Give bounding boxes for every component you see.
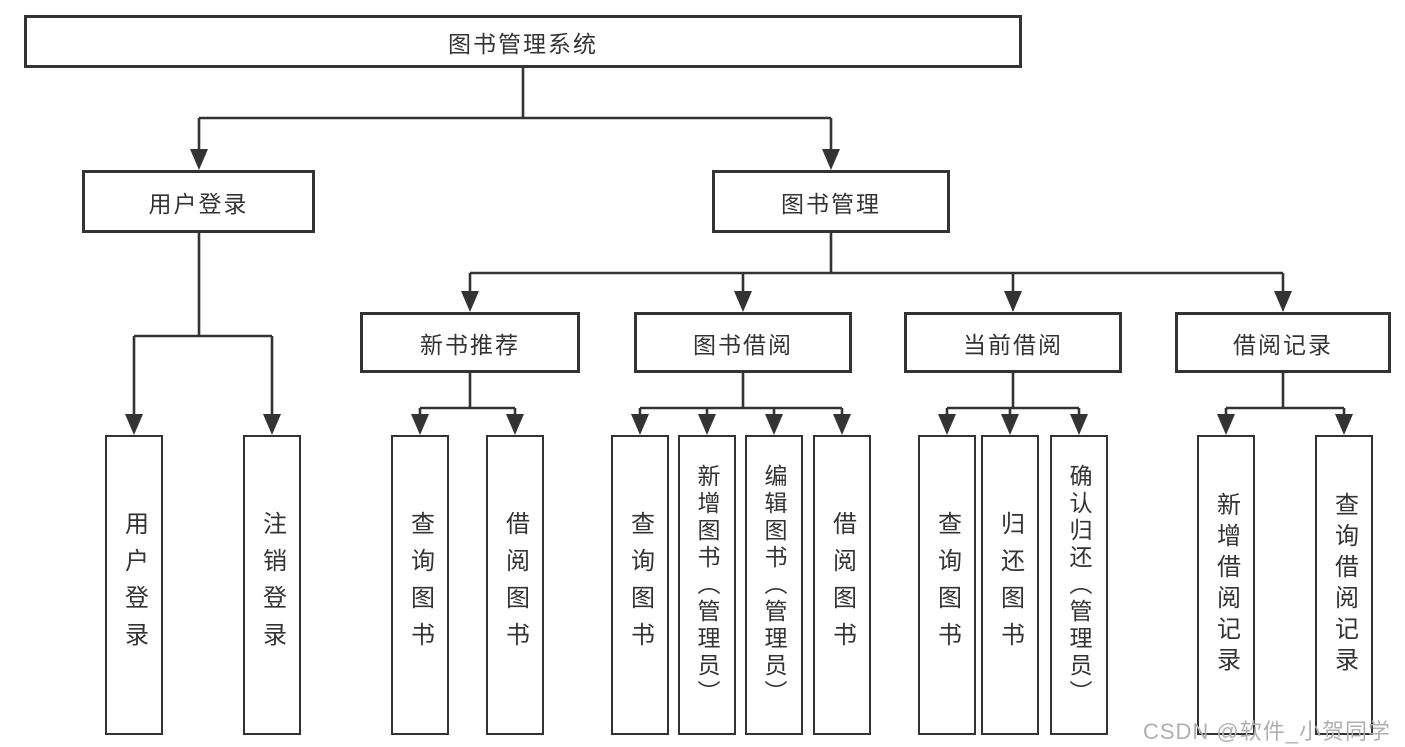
leaf-recommend-query-book: 查询图书 <box>391 435 449 735</box>
csdn-watermark: CSDN @软件_小贺同学 <box>1142 719 1391 744</box>
leaf-borrow-edit-book-admin: 编辑图书（管理员） <box>745 435 803 735</box>
leaf-borrow-borrow-book: 借阅图书 <box>813 435 871 735</box>
leaf-current-return-book: 归还图书 <box>981 435 1039 735</box>
node-new-book-recommend: 新书推荐 <box>360 312 580 373</box>
node-book-borrow: 图书借阅 <box>634 312 852 373</box>
leaf-borrow-add-book-admin: 新增图书（管理员） <box>678 435 736 735</box>
node-user-login: 用户登录 <box>82 170 315 233</box>
node-current-borrow: 当前借阅 <box>904 312 1122 373</box>
leaf-borrow-query-book: 查询图书 <box>611 435 669 735</box>
leaf-current-confirm-return-admin: 确认归还（管理员） <box>1050 435 1108 735</box>
node-root-system: 图书管理系统 <box>24 15 1022 68</box>
node-borrow-record: 借阅记录 <box>1175 312 1391 373</box>
leaf-recommend-borrow-book: 借阅图书 <box>486 435 544 735</box>
leaf-logout: 注销登录 <box>243 435 301 735</box>
leaf-user-login: 用户登录 <box>105 435 163 735</box>
leaf-current-query-book: 查询图书 <box>918 435 976 735</box>
node-book-management: 图书管理 <box>712 170 950 233</box>
leaf-record-query-record: 查询借阅记录 <box>1315 435 1373 735</box>
leaf-record-add-record: 新增借阅记录 <box>1197 435 1255 735</box>
